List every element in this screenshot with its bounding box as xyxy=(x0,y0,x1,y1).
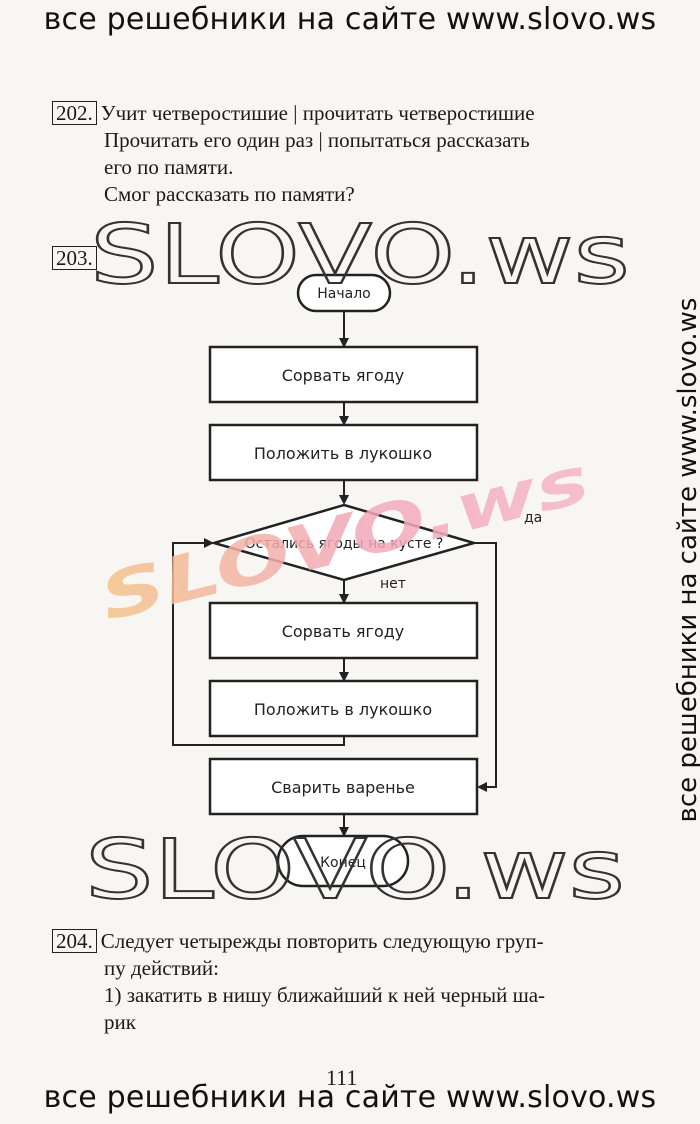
task-204-line-3: 1) закатить в нишу ближайший к ней черны… xyxy=(104,983,546,1007)
flow-loop-put-basket xyxy=(208,679,479,738)
site-banner-top: все решебники на сайте www.slovo.ws xyxy=(43,2,657,37)
task-202-line-2: Прочитать его один раз | попытаться расс… xyxy=(104,128,530,152)
task-203-number: 203. xyxy=(52,246,97,270)
flow-end-label: Конец xyxy=(320,855,366,871)
flow-step-put-basket-label: Положить в лукошко xyxy=(254,444,432,463)
flow-decision-label: Остались ягоды на кусте ? xyxy=(245,536,444,552)
task-202-number: 202. xyxy=(52,101,97,125)
watermark-bottom: SLOVO.ws xyxy=(85,823,625,918)
flow-step-make-jam xyxy=(208,757,479,816)
flow-step-pick-berry-label: Сорвать ягоду xyxy=(282,366,405,385)
flow-loop-back-line xyxy=(172,538,345,746)
task-204-line-2: пу действий: xyxy=(104,956,219,980)
flow-yes-label: да xyxy=(524,510,542,526)
flow-no-label: нет xyxy=(380,576,406,592)
flow-end-terminator xyxy=(276,834,410,888)
flow-loop-put-basket-label: Положить в лукошко xyxy=(254,700,432,719)
page-number: 111 xyxy=(326,1065,358,1090)
flow-yes-branch-line xyxy=(474,542,497,792)
flow-loop-pick-berry-label: Сорвать ягоду xyxy=(282,622,405,641)
task-202-text-1: Учит четверостишие | прочитать четверост… xyxy=(100,101,535,125)
task-204: 204.Следует четырежды повторить следующу… xyxy=(52,928,642,1036)
task-202-line-4: Смог рассказать по памяти? xyxy=(104,182,355,206)
flow-start-label: Начало xyxy=(317,286,370,302)
task-204-line-4: рик xyxy=(104,1010,136,1034)
task-204-line-1: 204.Следует четырежды повторить следующу… xyxy=(52,928,642,955)
task-202-line-3: его по памяти. xyxy=(104,155,234,179)
site-banner-side: все решебники на сайте www.slovo.ws xyxy=(673,297,700,823)
flow-step-pick-berry xyxy=(208,345,479,404)
task-204-text-1: Следует четырежды повторить следующую гр… xyxy=(100,929,544,953)
task-202-line-1: 202.Учит четверостишие | прочитать четве… xyxy=(52,100,642,127)
task-202: 202.Учит четверостишие | прочитать четве… xyxy=(52,100,642,208)
flow-step-make-jam-label: Сварить варенье xyxy=(271,778,415,797)
task-204-number: 204. xyxy=(52,929,97,953)
site-banner-bottom: все решебники на сайте www.slovo.ws xyxy=(43,1080,657,1115)
watermark-top: SLOVO.ws xyxy=(90,208,630,303)
task-203: 203. xyxy=(52,246,101,271)
flow-loop-pick-berry xyxy=(208,601,479,660)
